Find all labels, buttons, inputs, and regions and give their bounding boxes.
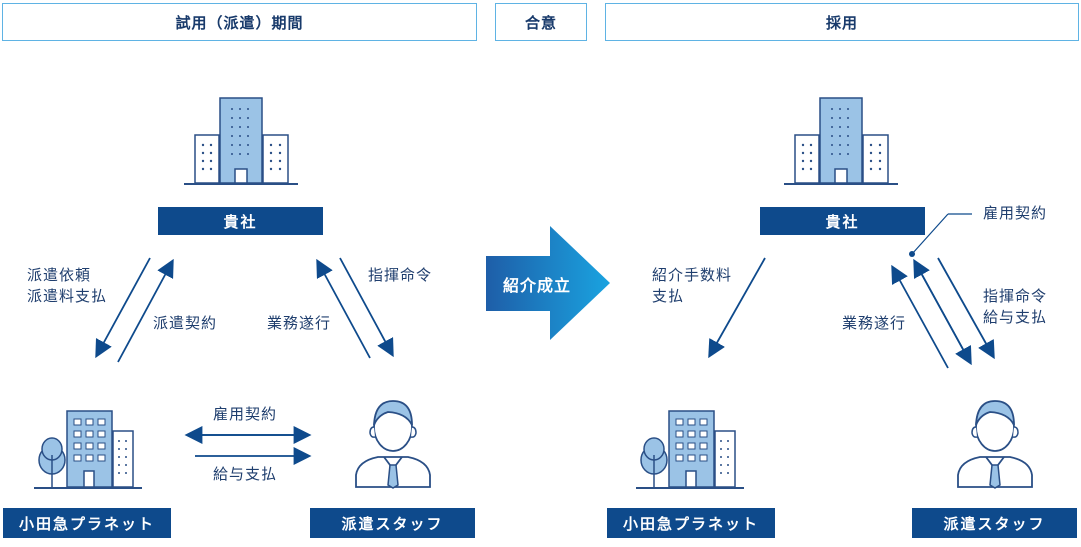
arrow-fee bbox=[708, 257, 766, 359]
agency-label-bar-right: 小田急プラネット bbox=[607, 508, 775, 538]
staff-label-bar-right: 派遣スタッフ bbox=[912, 508, 1077, 538]
company-building-icon-right bbox=[784, 97, 898, 185]
arrow-request bbox=[95, 257, 151, 359]
label-command-right: 指揮命令 給与支払 bbox=[983, 287, 1048, 326]
label-command: 指揮命令 bbox=[368, 266, 433, 284]
transition-label: 紹介成立 bbox=[503, 276, 572, 295]
company-building-icon bbox=[184, 97, 298, 185]
label-fee: 紹介手数料 支払 bbox=[652, 266, 733, 305]
company-label-bar: 貴社 bbox=[158, 207, 323, 235]
arrow-duty-up bbox=[316, 258, 371, 359]
staff-person-icon bbox=[355, 400, 431, 489]
label-employment: 雇用契約 bbox=[213, 405, 278, 423]
arrow-duty-up-right bbox=[891, 264, 949, 369]
arrow-employment-right-double-b bbox=[913, 258, 971, 363]
staff-label: 派遣スタッフ bbox=[341, 514, 444, 533]
arrow-command-down bbox=[339, 257, 394, 358]
arrow-dispatch-contract-up bbox=[117, 258, 174, 363]
company-label: 貴社 bbox=[223, 212, 258, 231]
transition-arrow-icon bbox=[486, 226, 610, 340]
company-label-bar-right: 貴社 bbox=[760, 207, 925, 235]
company-label-right: 貴社 bbox=[825, 212, 860, 231]
phase-agree-header: 合意 bbox=[495, 3, 587, 41]
staff-label-bar: 派遣スタッフ bbox=[310, 508, 475, 538]
agency-building-icon bbox=[34, 410, 142, 489]
phase-hire-header: 採用 bbox=[605, 3, 1079, 41]
phase-trial-header: 試用（派遣）期間 bbox=[2, 3, 477, 41]
label-duty-right: 業務遂行 bbox=[842, 314, 907, 332]
label-duty: 業務遂行 bbox=[267, 314, 332, 332]
arrow-command-down-right bbox=[937, 257, 995, 360]
phase-trial-label: 試用（派遣）期間 bbox=[175, 13, 304, 32]
label-dispatch-contract: 派遣契約 bbox=[153, 314, 218, 332]
label-employment-right: 雇用契約 bbox=[983, 204, 1048, 222]
phase-hire-label: 採用 bbox=[825, 13, 858, 32]
label-salary: 給与支払 bbox=[213, 465, 278, 483]
agency-label: 小田急プラネット bbox=[18, 514, 155, 533]
label-request: 派遣依頼 派遣料支払 bbox=[27, 266, 108, 305]
employment-callout-line bbox=[911, 213, 949, 255]
staff-label-right: 派遣スタッフ bbox=[943, 514, 1046, 533]
agency-label-bar: 小田急プラネット bbox=[3, 508, 171, 538]
agency-building-icon-right bbox=[636, 410, 744, 489]
agency-label-right: 小田急プラネット bbox=[622, 514, 759, 533]
staff-person-icon-right bbox=[957, 400, 1033, 489]
phase-agree-label: 合意 bbox=[524, 13, 557, 32]
